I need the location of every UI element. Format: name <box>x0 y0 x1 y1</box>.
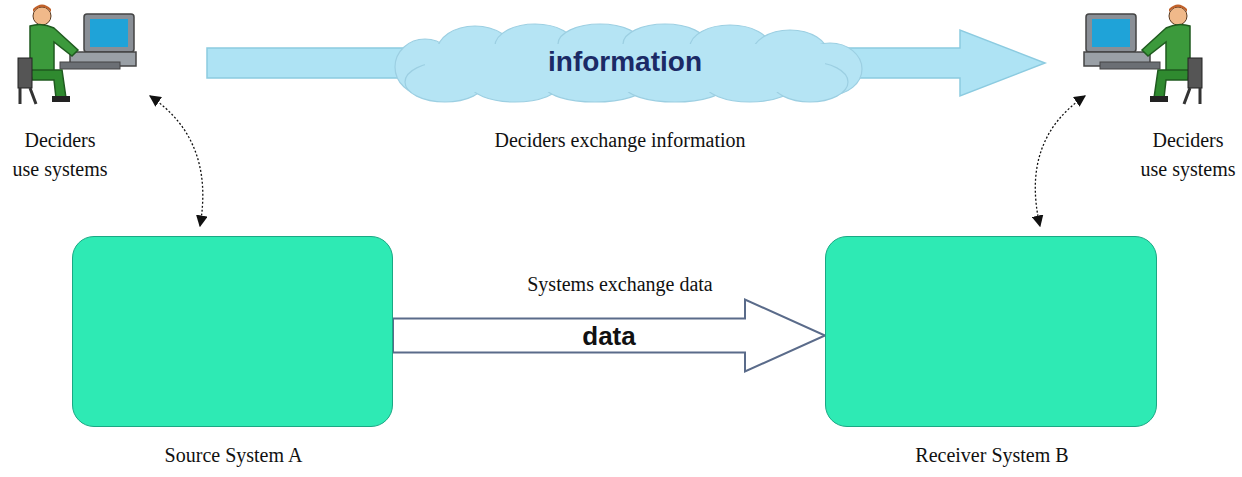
system-box: Source System A <box>72 236 393 427</box>
info-cloud: information <box>385 22 865 104</box>
cloud-text: information <box>385 46 865 78</box>
system-heading: Receiver System B <box>915 444 1068 467</box>
person-at-computer <box>1084 5 1202 105</box>
decider-note: Deciders use systems <box>1138 126 1238 184</box>
system-box: Receiver System B <box>825 236 1157 427</box>
decider-note: Deciders use systems <box>10 126 110 184</box>
person-at-computer <box>18 5 136 105</box>
data-arrow <box>393 300 825 372</box>
usage-link <box>150 96 203 226</box>
system-heading: Source System A <box>165 444 303 467</box>
exchange-note: Deciders exchange information <box>485 126 755 155</box>
edge-label: data <box>579 321 638 351</box>
usage-link <box>1035 96 1085 226</box>
connector-note: Systems exchange data <box>460 270 780 299</box>
